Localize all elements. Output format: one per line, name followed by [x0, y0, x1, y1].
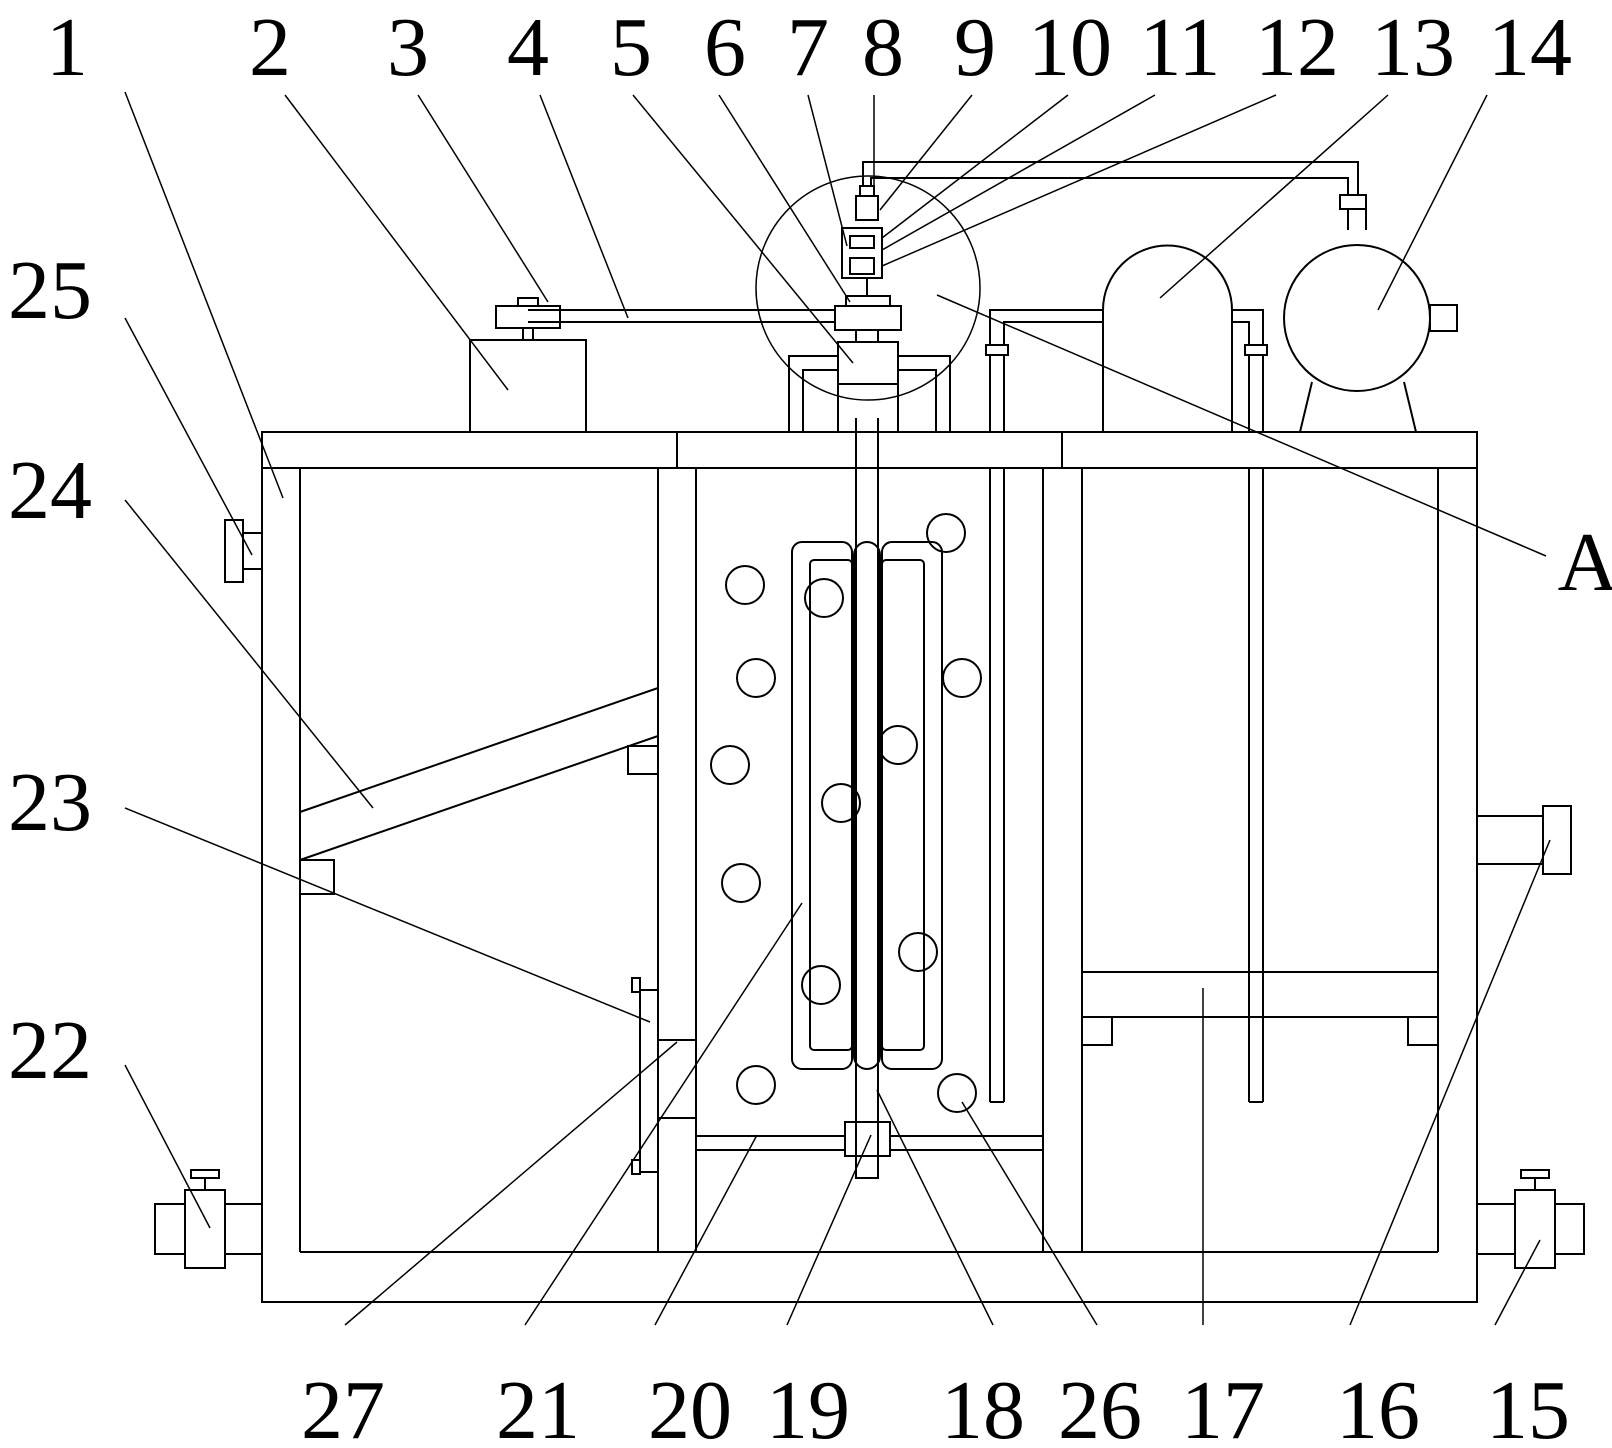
tank-body — [261, 431, 1478, 1303]
label-19: 19 — [766, 1364, 850, 1448]
leader-lines — [124, 91, 1551, 1326]
left-drain-valve — [154, 1169, 263, 1269]
label-27: 27 — [301, 1364, 385, 1448]
label-a: A — [1558, 516, 1612, 609]
left-side-valve — [224, 519, 263, 583]
partitions — [657, 468, 1083, 1252]
driven-pulley — [788, 295, 951, 433]
label-16: 16 — [1336, 1364, 1420, 1448]
label-10: 10 — [1028, 1, 1112, 94]
right-outlet — [1476, 805, 1572, 875]
right-drain-valve — [1476, 1169, 1585, 1269]
right-chamber — [989, 468, 1439, 1103]
label-12: 12 — [1255, 1, 1339, 94]
filler-balls — [710, 513, 982, 1113]
detail-circle-a — [755, 175, 981, 401]
filter-frame — [631, 977, 696, 1175]
motor — [469, 297, 587, 433]
label-22: 22 — [8, 1004, 92, 1097]
label-11: 11 — [1140, 1, 1221, 94]
label-3: 3 — [387, 1, 429, 94]
label-2: 2 — [249, 1, 291, 94]
label-25: 25 — [8, 244, 92, 337]
pressure-tank — [1102, 244, 1233, 432]
piping — [862, 161, 1367, 432]
label-15: 15 — [1486, 1364, 1570, 1448]
label-24: 24 — [8, 444, 92, 537]
label-7: 7 — [787, 1, 829, 94]
stirring-shaft — [696, 418, 1043, 1179]
label-18: 18 — [941, 1364, 1025, 1448]
label-14: 14 — [1488, 1, 1572, 94]
belt — [528, 309, 867, 323]
label-9: 9 — [954, 1, 996, 94]
inclined-plate — [299, 687, 659, 895]
label-20: 20 — [648, 1364, 732, 1448]
label-17: 17 — [1181, 1364, 1265, 1448]
pump — [1283, 209, 1458, 433]
stirring-frame — [791, 541, 943, 1070]
label-8: 8 — [862, 1, 904, 94]
label-1: 1 — [46, 1, 88, 94]
label-6: 6 — [704, 1, 746, 94]
label-26: 26 — [1058, 1364, 1142, 1448]
detail-mechanism — [841, 185, 883, 296]
labels: 1 2 3 4 5 6 7 8 9 10 11 12 13 14 25 24 2… — [8, 1, 1612, 1448]
label-4: 4 — [507, 1, 549, 94]
label-13: 13 — [1371, 1, 1455, 94]
label-5: 5 — [610, 1, 652, 94]
label-21: 21 — [496, 1364, 580, 1448]
label-23: 23 — [8, 756, 92, 849]
